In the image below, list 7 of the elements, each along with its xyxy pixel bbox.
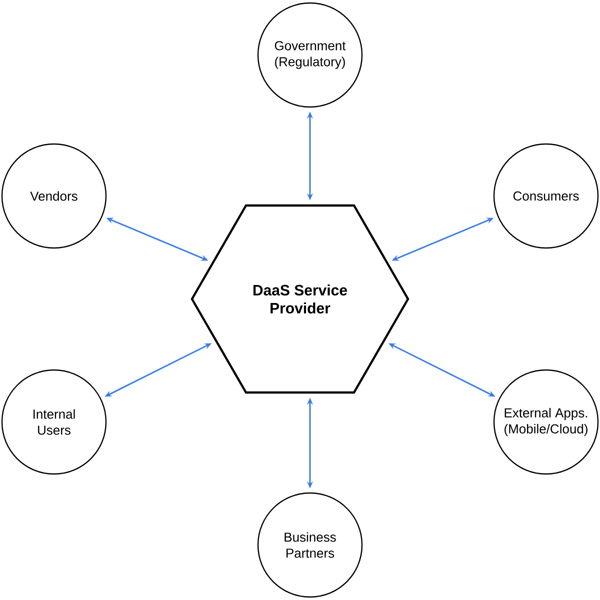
circle-node: Government (Regulatory) (257, 2, 363, 108)
circle-node: Internal Users (1, 369, 107, 475)
circle-node: Consumers (493, 143, 599, 249)
hexagon-node: DaaS Service Provider (190, 204, 410, 394)
circle-node: Business Partners (257, 492, 363, 598)
circle-node: External Apps. (Mobile/Cloud) (493, 369, 599, 475)
circle-node: Vendors (1, 143, 107, 249)
